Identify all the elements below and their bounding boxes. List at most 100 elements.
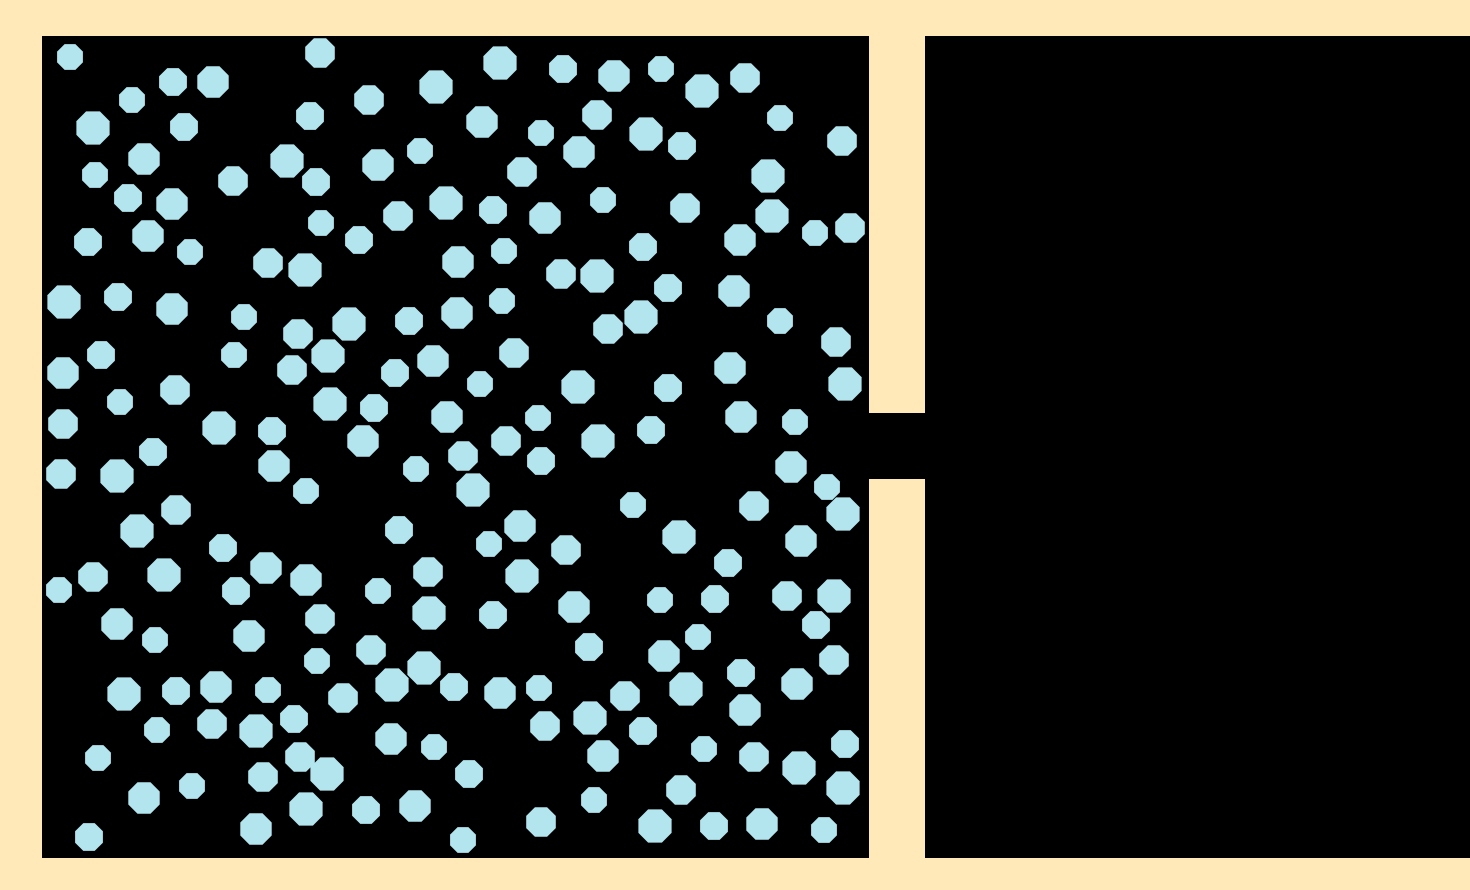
gas-particle	[313, 387, 346, 420]
gas-particle	[714, 549, 742, 577]
gas-particle	[308, 210, 334, 236]
gas-particle	[489, 288, 515, 314]
gas-particle	[258, 450, 289, 481]
gas-particle	[383, 201, 413, 231]
gas-particle	[407, 651, 440, 684]
gas-particle	[347, 425, 378, 456]
gas-particle	[46, 459, 76, 489]
gas-particle	[476, 531, 502, 557]
gas-particle	[775, 451, 806, 482]
gas-particle	[352, 796, 380, 824]
gas-particle	[581, 424, 614, 457]
gas-particle	[590, 187, 616, 213]
gas-particle	[573, 701, 606, 734]
gas-particle	[730, 63, 760, 93]
gas-particle	[670, 193, 700, 223]
gas-particle	[142, 627, 168, 653]
gas-particle	[442, 246, 473, 277]
gas-particle	[504, 510, 535, 541]
gas-particle	[46, 577, 72, 603]
gas-particle	[701, 585, 729, 613]
gas-particle	[354, 85, 384, 115]
gas-particle	[160, 375, 190, 405]
gas-particle	[620, 492, 646, 518]
gas-particle	[107, 389, 133, 415]
gas-particle	[448, 441, 478, 471]
gas-particle	[290, 564, 321, 595]
gas-particle	[255, 677, 281, 703]
gas-particle	[558, 591, 589, 622]
gas-particle	[811, 817, 837, 843]
gas-particle	[593, 314, 623, 344]
gas-particle	[729, 694, 760, 725]
gas-particle	[483, 46, 516, 79]
gas-particle	[826, 771, 859, 804]
gas-particle	[419, 70, 452, 103]
gas-particle	[685, 624, 711, 650]
gas-particle	[525, 405, 551, 431]
gas-particle	[691, 736, 717, 762]
gas-particle	[575, 633, 603, 661]
gas-particle	[456, 473, 489, 506]
gas-particle	[429, 186, 462, 219]
gas-particle	[161, 495, 191, 525]
gas-particle	[233, 620, 264, 651]
gas-particle	[250, 552, 281, 583]
gas-particle	[159, 68, 187, 96]
gas-particle	[746, 808, 777, 839]
gas-particle	[499, 338, 529, 368]
gas-particle	[648, 640, 679, 671]
gas-particle	[407, 138, 433, 164]
gas-particle	[328, 683, 358, 713]
gas-particle	[581, 787, 607, 813]
gas-particle	[467, 371, 493, 397]
gas-particle	[132, 220, 163, 251]
gas-particle	[356, 635, 386, 665]
gas-particle	[450, 827, 476, 853]
gas-particle	[177, 239, 203, 265]
gas-particle	[170, 113, 198, 141]
gas-particle	[75, 823, 103, 851]
gas-particle	[302, 168, 330, 196]
gas-particle	[751, 159, 784, 192]
gas-particle	[277, 355, 307, 385]
gas-particle	[82, 162, 108, 188]
gas-particle	[727, 659, 755, 687]
gas-particle	[529, 202, 560, 233]
gas-particle	[767, 308, 793, 334]
gas-particle	[528, 120, 554, 146]
gas-particle	[563, 136, 594, 167]
gas-particle	[821, 327, 851, 357]
gas-particle	[551, 535, 581, 565]
gas-particle	[526, 807, 556, 837]
gas-particle	[296, 102, 324, 130]
gas-particle	[441, 297, 472, 328]
gas-particle	[57, 44, 83, 70]
gas-particle	[258, 417, 286, 445]
gas-particle	[231, 304, 257, 330]
gas-particle	[669, 672, 702, 705]
gas-particle	[526, 675, 552, 701]
gas-particle	[375, 668, 408, 701]
gas-particle	[629, 233, 657, 261]
gas-particle	[304, 648, 330, 674]
gas-particle	[455, 760, 483, 788]
right-chamber	[925, 36, 1470, 858]
gas-particle	[87, 341, 115, 369]
gas-particle	[772, 581, 802, 611]
gas-particle	[648, 56, 674, 82]
gas-particle	[221, 342, 247, 368]
gas-particle	[835, 213, 865, 243]
gas-particle	[598, 60, 629, 91]
gas-particle	[104, 283, 132, 311]
gas-particle	[156, 188, 187, 219]
gas-particle	[385, 516, 413, 544]
gas-particle	[85, 745, 111, 771]
gas-particle	[654, 274, 682, 302]
gas-particle	[200, 671, 231, 702]
gas-particle	[179, 773, 205, 799]
gas-particle	[240, 813, 271, 844]
gas-particle	[527, 447, 555, 475]
gas-particle	[781, 668, 812, 699]
gas-particle	[507, 157, 537, 187]
